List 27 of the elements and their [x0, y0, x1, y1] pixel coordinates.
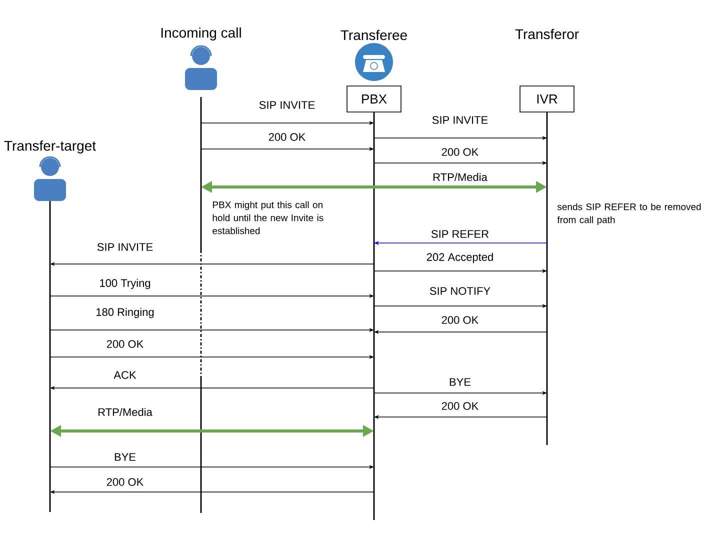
edge-label: BYE: [113, 452, 138, 462]
edge-label: SIP NOTIFY: [428, 286, 492, 296]
participant-title: Transferor: [515, 28, 579, 40]
edge-label: SIP INVITE: [258, 100, 316, 110]
note: sends SIP REFER to be removed from call path: [557, 203, 701, 226]
edge-label: 202 Accepted: [425, 252, 495, 264]
edge-label: 180 Ringing: [94, 306, 156, 320]
participant-title: Transferee: [340, 30, 407, 40]
edge-label: RTP/Media: [96, 406, 154, 418]
edge-label: RTP/Media: [432, 172, 488, 182]
note: PBX might put this call on hold until the new Invite is established: [212, 201, 324, 234]
edge-label: ACK: [112, 370, 138, 380]
edge-label: 200 OK: [440, 315, 480, 325]
edge-label: 200 OK: [267, 132, 307, 142]
participant-title: Transfer-target: [4, 140, 96, 154]
edge-label: 200 OK: [440, 401, 480, 411]
participant-box: PBX: [346, 86, 402, 112]
edge-label: 200 OK: [440, 147, 480, 157]
edge-label: 200 OK: [105, 339, 145, 349]
edge-label: SIP INVITE: [430, 115, 490, 125]
edge-label: SIP REFER: [430, 229, 490, 239]
edge-label: SIP INVITE: [96, 242, 154, 252]
participant-title: Incoming call: [161, 27, 241, 41]
participant-box: IVR: [520, 86, 574, 112]
edge-label: BYE: [448, 377, 472, 387]
edge-label: 100 Trying: [98, 278, 152, 290]
edge-label: 200 OK: [105, 477, 145, 487]
